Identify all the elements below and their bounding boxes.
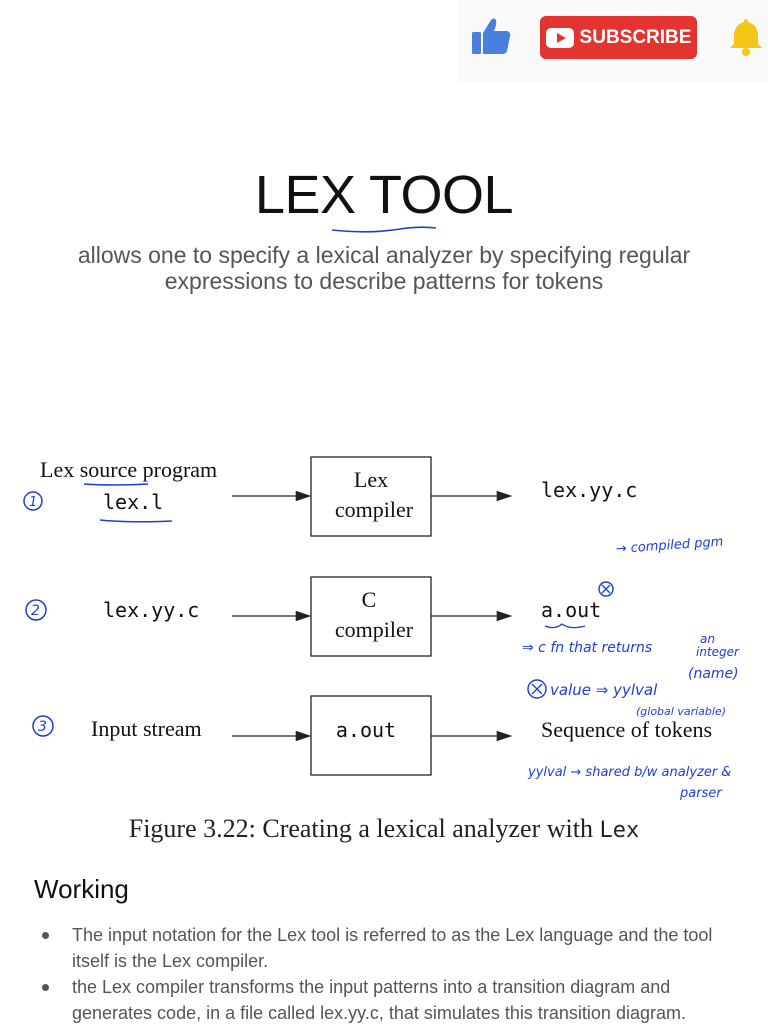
row3-marker: 3: [38, 719, 47, 735]
subscribe-label: SUBSCRIBE: [579, 26, 692, 48]
caption-code: Lex: [599, 818, 640, 843]
row2-marker: 2: [31, 603, 40, 619]
row3-input: Input stream: [91, 716, 202, 741]
figure-caption: Figure 3.22: Creating a lexical analyzer…: [0, 814, 768, 844]
row2-box-line2: compiler: [335, 617, 414, 642]
list-item-text: The input notation for the Lex tool is r…: [72, 925, 713, 971]
note-parser: parser: [679, 786, 723, 801]
working-list: The input notation for the Lex tool is r…: [34, 922, 734, 1026]
working-heading: Working: [34, 874, 129, 904]
row1-output: lex.yy.c: [541, 478, 637, 502]
row2-output: a.out: [541, 598, 601, 622]
note-global: (global variable): [636, 705, 726, 718]
note-value: value ⇒ yylval: [550, 681, 658, 699]
note-shared: yylval → shared b/w analyzer &: [527, 765, 731, 780]
lex-flow-diagram: Lex source program lex.l 1 Lex compiler …: [23, 456, 740, 801]
note-cfn: ⇒ c fn that returns: [522, 640, 652, 656]
row1-box-line2: compiler: [335, 497, 414, 522]
row1-box-line1: Lex: [354, 467, 388, 492]
bullet-icon: [42, 932, 49, 939]
value-mark-cross: [531, 683, 543, 695]
value-mark-circle: [527, 679, 547, 699]
aout-mark-cross: [601, 584, 611, 594]
subscribe-button[interactable]: SUBSCRIBE: [540, 16, 697, 59]
list-item-text: the Lex compiler transforms the input pa…: [72, 977, 686, 1023]
row1-marker: 1: [29, 495, 37, 510]
aout-mark-circle: [598, 581, 614, 597]
row2-input: lex.yy.c: [103, 598, 199, 622]
row1-input: lex.l: [103, 490, 163, 514]
page-subtitle: allows one to specify a lexical analyzer…: [77, 242, 691, 294]
bullet-icon: [42, 984, 49, 991]
row1-input-top: Lex source program: [40, 457, 217, 482]
bell-icon[interactable]: [728, 16, 764, 56]
youtube-play-icon: [545, 27, 574, 48]
note-name: (name): [688, 666, 739, 682]
caption-text: Figure 3.22: Creating a lexical analyzer…: [128, 814, 600, 843]
row2-marker-circle: [25, 599, 47, 621]
note-an: an: [700, 632, 715, 646]
source-underline: [83, 483, 149, 486]
page-title: LEX TOOL: [254, 165, 514, 225]
list-item: the Lex compiler transforms the input pa…: [34, 974, 734, 1026]
aout-underline: [544, 623, 586, 629]
list-item: The input notation for the Lex tool is r…: [34, 922, 734, 974]
title-underline: [331, 226, 437, 233]
row3-marker-circle: [32, 715, 54, 737]
like-icon[interactable]: [470, 16, 512, 56]
note-compiled: → compiled pgm: [615, 535, 724, 557]
lexl-underline: [99, 519, 173, 523]
row2-box-line1: C: [362, 587, 377, 612]
row1-marker-circle: [23, 491, 43, 511]
row3-box-line1: a.out: [336, 718, 396, 742]
note-integer: integer: [696, 645, 740, 659]
row3-output: Sequence of tokens: [541, 717, 712, 742]
